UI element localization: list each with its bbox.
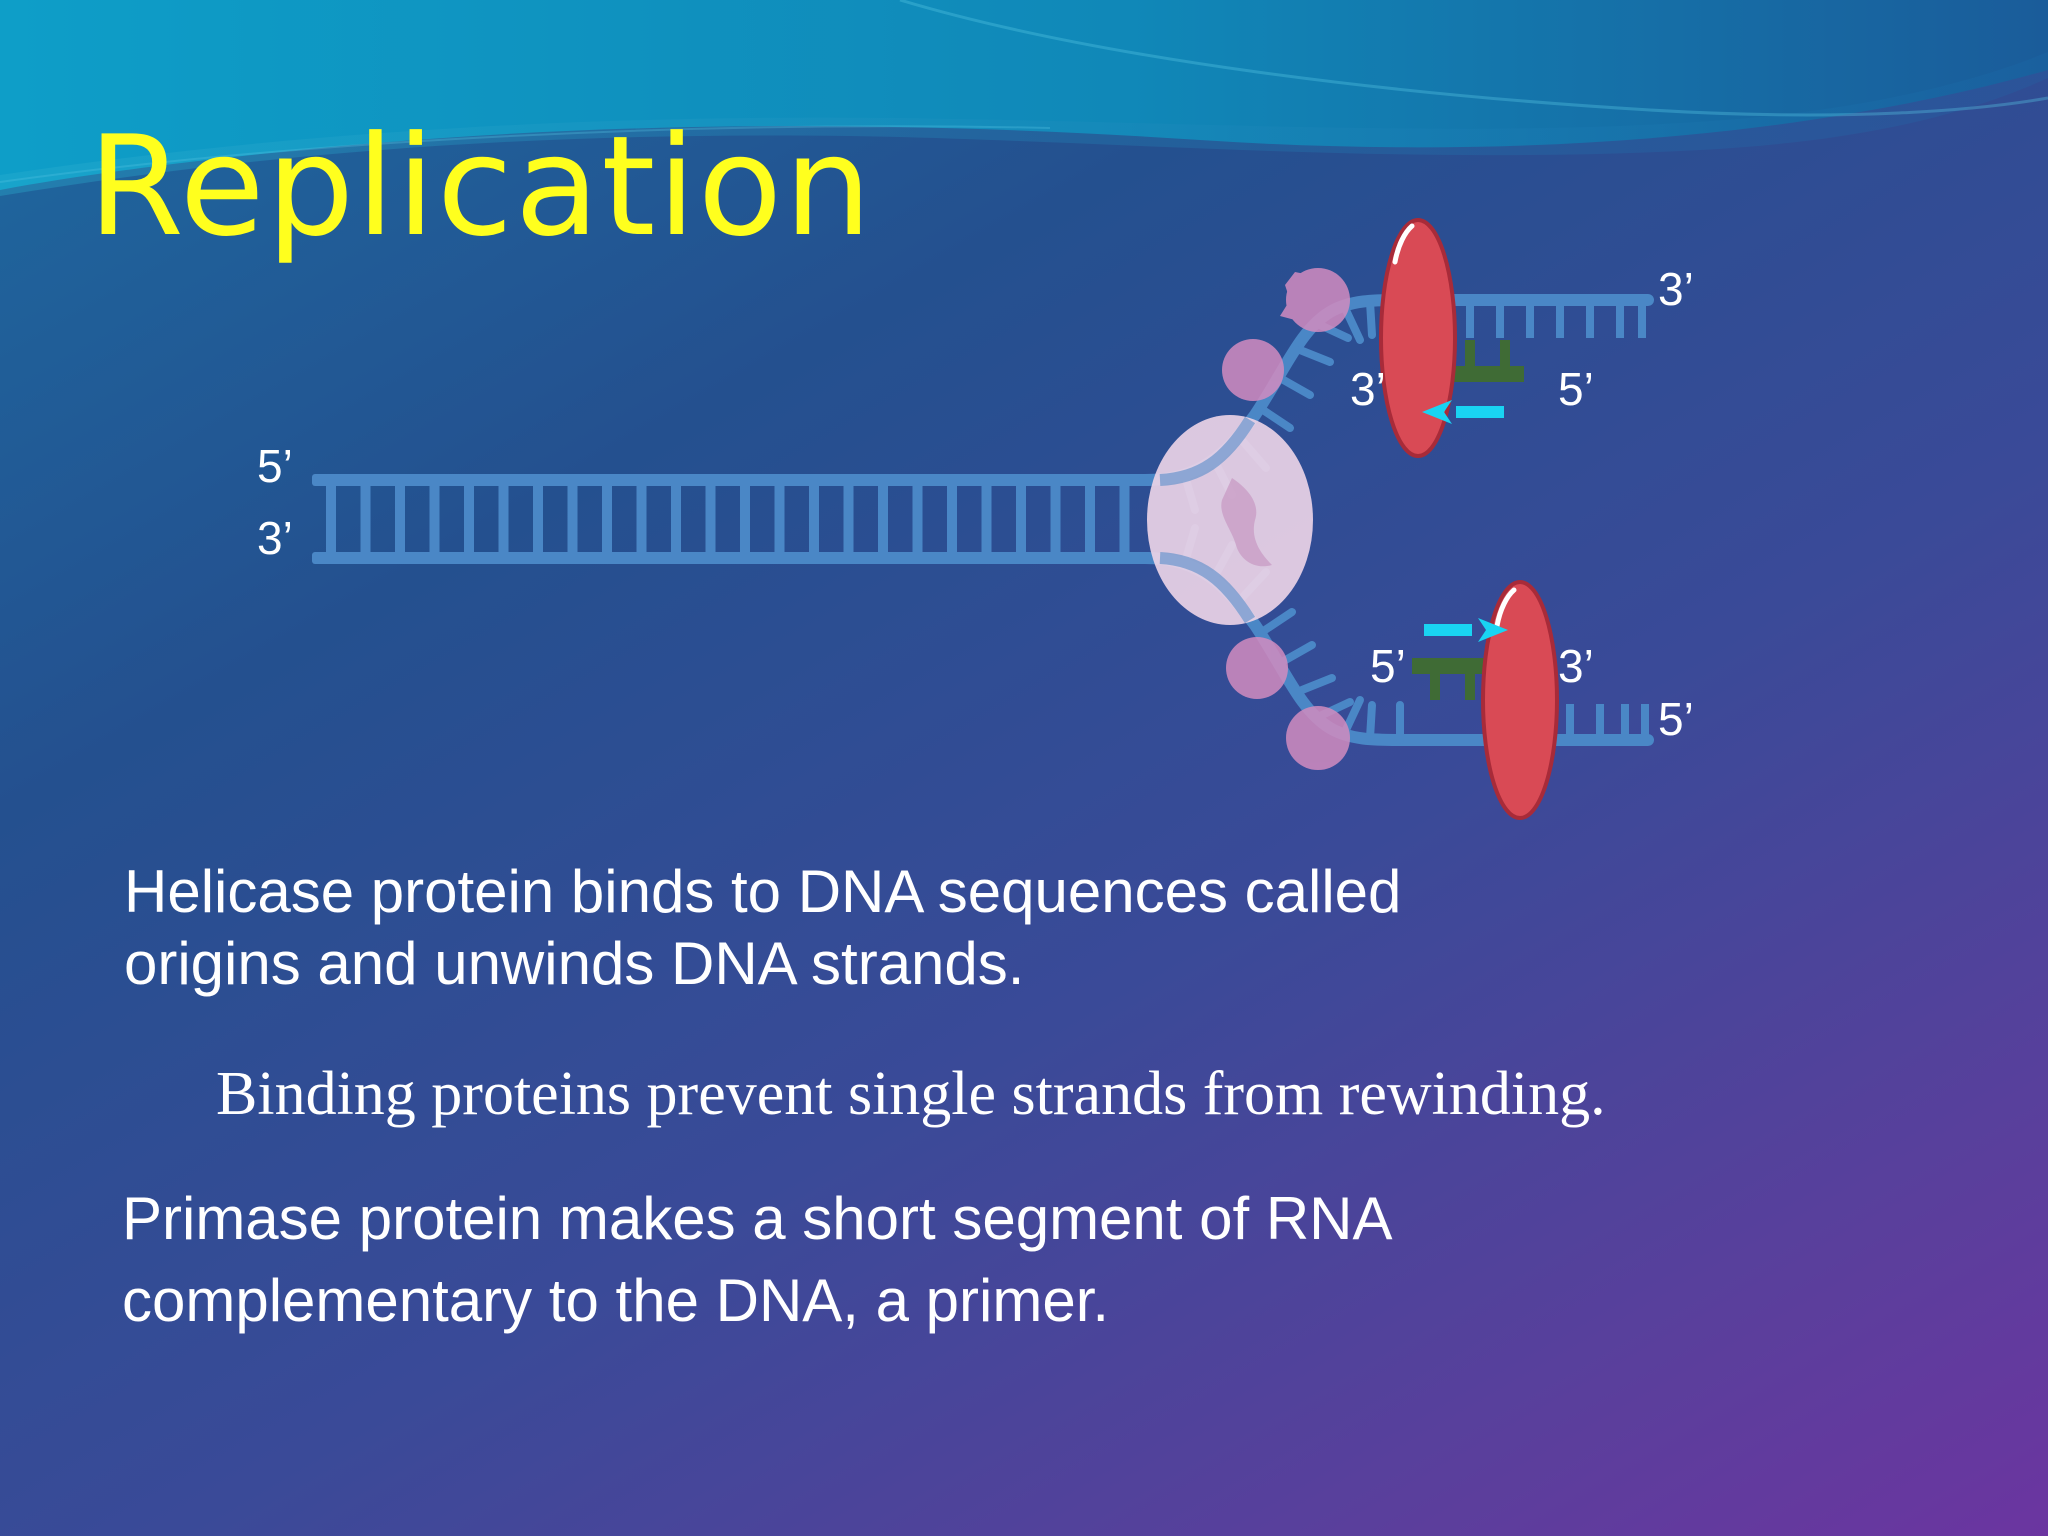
- base-pair-rung: [498, 484, 509, 556]
- base-pair-rung: [1016, 484, 1026, 556]
- base-pair-rung: [602, 484, 612, 556]
- label-lower-primer-end: 3’: [1558, 640, 1594, 692]
- lower-polymerase: [1481, 580, 1559, 820]
- base-pair-rung: [912, 484, 923, 556]
- primase-line-2: complementary to the DNA, a primer.: [122, 1267, 1110, 1334]
- label-upper-right-end: 3’: [1658, 263, 1694, 315]
- label-parent-bottom-3prime: 3’: [257, 512, 293, 564]
- lower-primer-arrow: [1424, 618, 1508, 642]
- slide-title: Replication: [88, 106, 874, 267]
- base-pair-rung: [947, 484, 957, 556]
- base-pair-rung: [671, 484, 681, 556]
- base-pair-rung: [326, 484, 336, 556]
- primase-line-1: Primase protein makes a short segment of…: [122, 1185, 1393, 1252]
- base-pair-rung: [809, 484, 819, 556]
- base-pair-rung: [1085, 484, 1095, 556]
- helicase-paragraph: Helicase protein binds to DNA sequences …: [124, 856, 1401, 1000]
- base-pair-rung: [878, 484, 888, 556]
- base-pair-rung: [740, 484, 750, 556]
- helicase-line-1: Helicase protein binds to DNA sequences …: [124, 858, 1402, 925]
- base-pair-rung: [360, 484, 371, 556]
- upper-polymerase: [1379, 218, 1457, 458]
- label-upper-inner: 3’: [1350, 363, 1386, 415]
- label-parent-top-5prime: 5’: [257, 440, 293, 492]
- base-pair-rung: [843, 484, 854, 556]
- base-pair-rung: [1050, 484, 1061, 556]
- base-pair-rung: [981, 484, 992, 556]
- label-upper-primer-end: 5’: [1558, 363, 1594, 415]
- upper-primer-arrow: [1422, 400, 1504, 424]
- base-pair-rung: [774, 484, 785, 556]
- base-pair-rung: [429, 484, 440, 556]
- label-lower-inner: 5’: [1370, 640, 1406, 692]
- parental-dna: [312, 474, 1152, 564]
- base-pair-rung: [464, 484, 474, 556]
- top-wave-decoration: [0, 0, 2048, 196]
- label-lower-right-end: 5’: [1658, 693, 1694, 745]
- binding-proteins-paragraph: Binding proteins prevent single strands …: [216, 1060, 1606, 1128]
- base-pair-rung: [395, 484, 405, 556]
- primase-paragraph: Primase protein makes a short segment of…: [122, 1178, 1393, 1342]
- binding-proteins: [1222, 268, 1350, 770]
- base-pair-rung: [705, 484, 716, 556]
- base-pair-rung: [1119, 484, 1130, 556]
- base-pair-rung: [533, 484, 543, 556]
- helicase-line-2: origins and unwinds DNA strands.: [124, 930, 1025, 997]
- base-pair-rung: [567, 484, 578, 556]
- base-pair-rung: [636, 484, 647, 556]
- helicase: [1147, 415, 1313, 625]
